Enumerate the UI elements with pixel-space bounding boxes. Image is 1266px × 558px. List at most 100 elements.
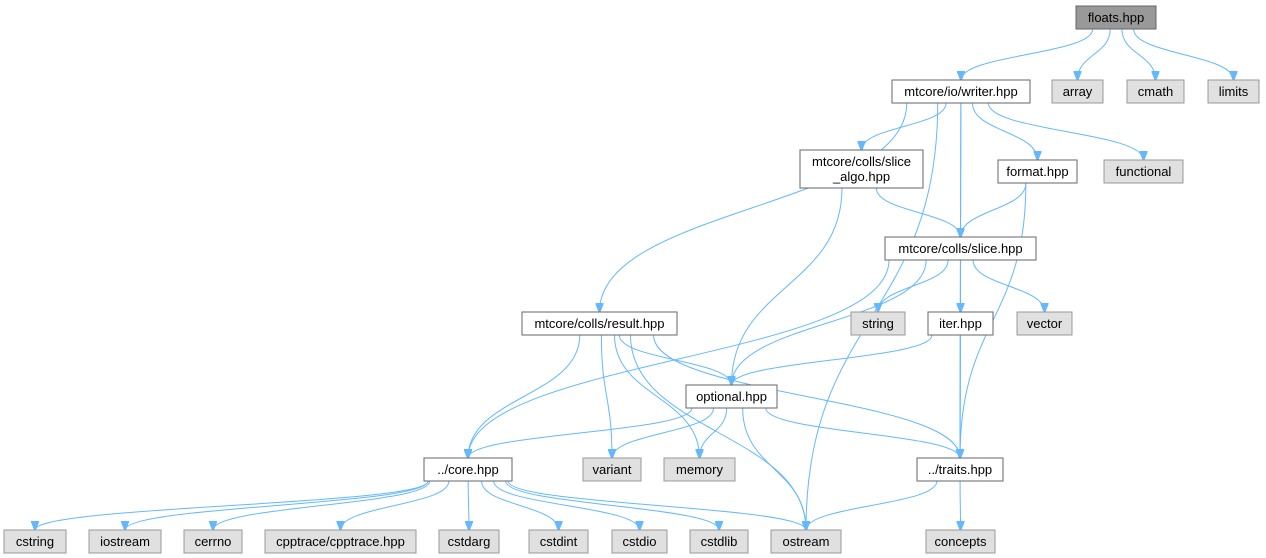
- node-box: [521, 311, 678, 336]
- edge-line: [732, 334, 933, 385]
- node-box: [927, 311, 994, 336]
- edge-traits-to-ostream: [806, 480, 938, 530]
- node-box: [850, 311, 906, 336]
- edge-line: [732, 259, 927, 385]
- edge-iter-to-optional: [732, 334, 933, 385]
- edge-result-to-traits: [653, 334, 960, 458]
- edge-line: [600, 334, 612, 458]
- node-label: ../traits.hpp: [928, 462, 992, 477]
- edge-line: [481, 480, 559, 530]
- node-box: [884, 236, 1037, 261]
- node-label: string: [862, 316, 894, 331]
- edge-line: [618, 334, 731, 385]
- edge-line: [700, 407, 728, 458]
- node-label: functional: [1116, 164, 1172, 179]
- edge-slice-to-optional: [732, 259, 927, 385]
- edge-floats-to-limits: [1133, 28, 1234, 80]
- node-ostream: ostream: [770, 529, 842, 554]
- node-label: mtcore/colls/result.hpp: [534, 316, 664, 331]
- edge-optional-to-core: [468, 407, 693, 458]
- node-box: [438, 529, 500, 554]
- node-label: cerrno: [195, 534, 232, 549]
- node-core[interactable]: ../core.hpp: [423, 457, 513, 482]
- node-limits: limits: [1207, 79, 1260, 104]
- node-label: ostream: [783, 534, 830, 549]
- edge-line: [612, 407, 715, 458]
- node-cstdio: cstdio: [611, 529, 668, 554]
- node-format[interactable]: format.hpp: [997, 159, 1078, 184]
- edge-line: [732, 187, 843, 385]
- node-label: iostream: [100, 534, 150, 549]
- edge-core-to-cpptrace: [341, 480, 450, 530]
- edge-line: [505, 480, 719, 530]
- node-traits[interactable]: ../traits.hpp: [916, 457, 1004, 482]
- edge-result-to-optional: [618, 334, 731, 385]
- node-label: cstdarg: [448, 534, 491, 549]
- node-box: [1016, 311, 1073, 336]
- node-box: [1051, 79, 1104, 104]
- node-label: cpptrace/cpptrace.hpp: [276, 534, 405, 549]
- edge-line: [468, 480, 469, 530]
- node-box: [264, 529, 417, 554]
- node-label: concepts: [934, 534, 987, 549]
- node-cstdint: cstdint: [528, 529, 589, 554]
- node-box: [528, 529, 589, 554]
- edge-line: [213, 480, 431, 530]
- node-box: [916, 457, 1004, 482]
- node-cerrno: cerrno: [183, 529, 243, 554]
- node-label: vector: [1027, 316, 1063, 331]
- node-label: memory: [676, 462, 723, 477]
- node-label: variant: [592, 462, 631, 477]
- edge-line: [653, 334, 960, 458]
- edge-format-to-slice: [961, 182, 1027, 237]
- node-writer[interactable]: mtcore/io/writer.hpp: [891, 79, 1031, 104]
- node-label: iter.hpp: [939, 316, 982, 331]
- edge-line: [765, 407, 960, 458]
- edge-floats-to-array: [1078, 28, 1111, 80]
- edge-line: [468, 407, 693, 458]
- node-label: limits: [1219, 84, 1249, 99]
- node-label: format.hpp: [1006, 164, 1068, 179]
- node-array: array: [1051, 79, 1104, 104]
- edge-floats-to-writer: [961, 28, 1094, 80]
- edge-line: [806, 480, 938, 530]
- edge-result-to-variant: [600, 334, 612, 458]
- node-string: string: [850, 311, 906, 336]
- edge-line: [1121, 28, 1156, 80]
- edge-optional-to-ostream: [742, 407, 806, 530]
- node-box: [663, 457, 736, 482]
- node-label: optional.hpp: [696, 389, 767, 404]
- edge-slice_algo-to-optional: [732, 187, 843, 385]
- node-slice_algo[interactable]: mtcore/colls/slice_algo.hpp: [799, 149, 924, 189]
- node-label: cstdint: [540, 534, 578, 549]
- node-box: [1103, 159, 1184, 184]
- node-box: [997, 159, 1078, 184]
- node-box: [88, 529, 162, 554]
- edge-slice_algo-to-slice: [875, 187, 960, 237]
- edge-slice-to-core: [468, 259, 890, 458]
- edge-line: [493, 480, 640, 530]
- node-label: cstring: [16, 534, 54, 549]
- edge-line: [341, 480, 450, 530]
- edge-line: [125, 480, 429, 530]
- node-box: [1075, 5, 1157, 30]
- edge-core-to-cstdio: [493, 480, 640, 530]
- node-cstdlib: cstdlib: [689, 529, 749, 554]
- node-label: array: [1063, 84, 1093, 99]
- edge-optional-to-traits: [765, 407, 960, 458]
- node-floats[interactable]: floats.hpp: [1075, 5, 1157, 30]
- node-iostream: iostream: [88, 529, 162, 554]
- edge-core-to-iostream: [125, 480, 429, 530]
- edge-optional-to-memory: [700, 407, 728, 458]
- node-optional[interactable]: optional.hpp: [685, 384, 778, 409]
- node-label: cmath: [1138, 84, 1173, 99]
- node-iter[interactable]: iter.hpp: [927, 311, 994, 336]
- node-cstring: cstring: [3, 529, 67, 554]
- edge-writer-to-slice_algo: [862, 102, 947, 150]
- edge-line: [742, 407, 806, 530]
- edge-core-to-cstring: [35, 480, 429, 530]
- node-label: cstdio: [623, 534, 657, 549]
- node-slice[interactable]: mtcore/colls/slice.hpp: [884, 236, 1037, 261]
- node-box: [423, 457, 513, 482]
- node-result[interactable]: mtcore/colls/result.hpp: [521, 311, 678, 336]
